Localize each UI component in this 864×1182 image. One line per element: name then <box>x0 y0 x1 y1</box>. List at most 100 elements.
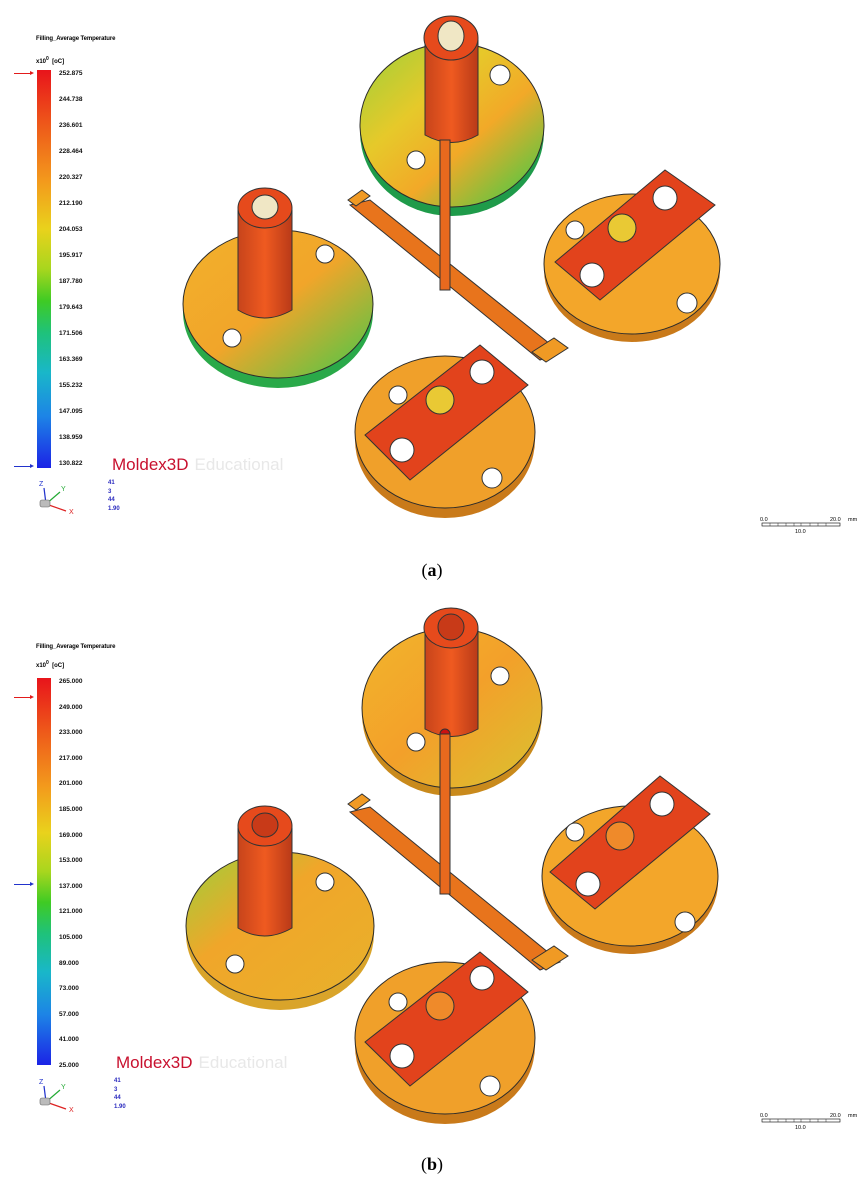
brand-edition: Educational <box>194 455 284 474</box>
unit-label: [oC] <box>52 59 65 65</box>
center-pin <box>607 213 637 243</box>
boss <box>424 39 479 143</box>
x-axis-label: X <box>69 1107 74 1112</box>
legend-tick-label: 137.000 <box>59 882 83 890</box>
legend-tick-label: 155.232 <box>59 382 83 389</box>
svg-text:20.0: 20.0 <box>830 1113 841 1119</box>
max-marker-arrow <box>14 71 34 75</box>
svg-text:0.0: 0.0 <box>760 1113 768 1119</box>
color-legend-bar <box>37 70 51 468</box>
boss-bore <box>251 194 279 220</box>
legend-tick-label: 169.000 <box>59 831 83 839</box>
runner-gate <box>531 337 569 363</box>
disc-hole <box>315 244 335 264</box>
legend-tick-label: 105.000 <box>59 934 83 941</box>
legend-tick-label: 153.000 <box>59 857 83 865</box>
info-line: 44 <box>114 1095 121 1101</box>
legend-tick-label: 171.506 <box>59 330 83 337</box>
disc-hole <box>489 64 511 86</box>
brand-name: Moldex3D <box>112 455 189 474</box>
legend-tick-label: 249.000 <box>59 703 83 711</box>
legend-tick-label: 220.327 <box>59 174 83 181</box>
legend-tick-label: 185.000 <box>59 806 83 813</box>
disc-hole <box>222 328 242 348</box>
x-axis-label: X <box>69 509 74 514</box>
brand-name: Moldex3D <box>116 1053 193 1072</box>
info-line: 1.90 <box>108 505 120 512</box>
caption-a: (a) <box>421 560 443 580</box>
triad-box <box>39 499 51 508</box>
block-hole <box>579 262 605 288</box>
block-hole <box>652 185 678 211</box>
block-hole <box>469 359 495 385</box>
unit-exponent: 0 <box>46 660 49 666</box>
brand-edition: Educational <box>198 1053 288 1072</box>
info-line: 3 <box>114 1086 118 1093</box>
info-line: 1.90 <box>114 1103 126 1110</box>
legend-tick-label: 147.095 <box>59 408 83 415</box>
legend-unit: x100 [oC] <box>36 56 64 65</box>
center-pin <box>425 385 455 415</box>
legend-tick-label: 89.000 <box>59 959 79 967</box>
legend-tick-label: 138.959 <box>59 434 83 441</box>
disc-hole <box>565 220 585 240</box>
legend-tick-label: 201.000 <box>59 780 83 788</box>
svg-text:0.0: 0.0 <box>760 517 768 523</box>
max-marker-arrow <box>14 695 34 699</box>
info-block: 41 3 44 1.90 <box>114 1077 126 1111</box>
legend-tick-label: 25.000 <box>59 1062 79 1069</box>
legend-unit: x100 [oC] <box>36 660 64 669</box>
legend-tick-label: 233.000 <box>59 729 83 737</box>
info-block: 41 3 44 1.90 <box>108 479 120 513</box>
legend-tick-label: 130.822 <box>59 460 83 467</box>
legend-tick-label: 252.875 <box>59 70 83 77</box>
molded-part-model <box>185 607 719 1124</box>
min-marker-arrow <box>14 882 34 886</box>
scale-bar: 0.0 20.0 mm 10.0 <box>760 517 858 535</box>
info-line: 41 <box>114 1078 121 1084</box>
info-line: 44 <box>108 497 115 503</box>
boss-bore <box>437 20 465 52</box>
legend-tick-label: 163.369 <box>59 356 83 363</box>
color-legend-bar <box>37 678 51 1065</box>
brand-logo: Moldex3D Educational <box>112 455 283 475</box>
runner-gate <box>347 189 371 207</box>
brand-logo: Moldex3D Educational <box>116 1053 287 1073</box>
legend-tick-label: 121.000 <box>59 908 83 916</box>
runner <box>348 199 561 361</box>
molded-part-model <box>182 15 721 518</box>
legend-tick-label: 204.053 <box>59 226 83 233</box>
sprue <box>439 139 451 291</box>
unit-prefix: x10 <box>36 663 47 669</box>
axis-triad: Z Y X <box>39 481 74 514</box>
caption-b: (b) <box>420 1154 443 1174</box>
info-line: 41 <box>108 480 115 486</box>
min-marker-arrow <box>14 464 34 468</box>
result-panel-a: Filling_Average Temperature x100 [oC] 25… <box>0 0 864 560</box>
legend-title: Filling_Average Temperature <box>36 36 116 42</box>
axis-triad: Z Y X <box>39 1079 74 1112</box>
legend-tick-label: 236.601 <box>59 122 83 129</box>
disc-hole <box>676 292 698 314</box>
svg-text:10.0: 10.0 <box>795 1125 806 1131</box>
scale-bar: 0.0 20.0 mm 10.0 <box>760 1113 858 1131</box>
legend-tick-label: 57.000 <box>59 1010 79 1018</box>
block-hole <box>389 437 415 463</box>
z-axis-label: Z <box>39 481 44 488</box>
svg-text:mm: mm <box>848 1113 858 1119</box>
legend-tick-label: 228.464 <box>59 148 83 155</box>
unit-prefix: x10 <box>36 59 47 65</box>
y-axis-label: Y <box>61 1084 66 1091</box>
legend-tick-label: 179.643 <box>59 304 83 311</box>
disc-hole <box>388 385 408 405</box>
z-axis-label: Z <box>39 1079 44 1086</box>
legend-tick-label: 244.738 <box>59 96 83 103</box>
legend-tick-label: 195.917 <box>59 252 83 259</box>
svg-text:20.0: 20.0 <box>830 517 841 523</box>
y-axis-label: Y <box>61 486 66 493</box>
disc-hole <box>406 150 426 170</box>
info-line: 3 <box>108 488 112 495</box>
legend-tick-label: 217.000 <box>59 754 83 762</box>
svg-text:mm: mm <box>848 517 858 523</box>
legend-tick-label: 41.000 <box>59 1036 79 1044</box>
